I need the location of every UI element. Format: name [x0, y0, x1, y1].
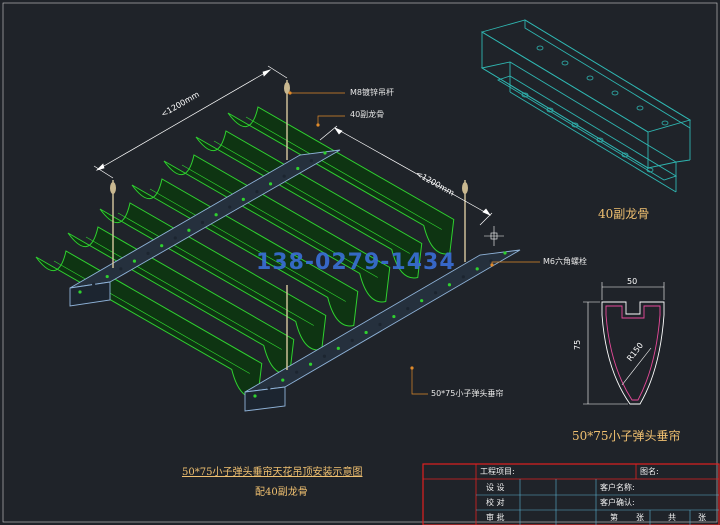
title-block: [422, 463, 720, 525]
keel-hole: [281, 378, 285, 382]
bullet-panel-slat: [195, 130, 423, 279]
keel-hole: [228, 205, 232, 209]
keel-hole: [187, 228, 191, 232]
caption-keel: 40副龙骨: [598, 207, 650, 221]
tb-approve: 审 批: [486, 513, 505, 522]
sub-keel-front: [69, 149, 341, 307]
keel-hole: [92, 282, 96, 286]
tb-sheet-unit: 张: [636, 513, 644, 522]
keel-hole: [267, 386, 271, 390]
keel-hole: [420, 299, 424, 303]
phone-watermark: 138-0279-1434: [256, 250, 456, 275]
keel-hole: [146, 251, 150, 255]
keel-hole: [105, 274, 109, 279]
keel-hole: [132, 259, 137, 263]
tb-drawing-name: 图名:: [640, 467, 659, 476]
keel-hole: [241, 197, 245, 201]
keel-hole: [173, 236, 177, 240]
drawing-title: 50*75小子弹头垂帘天花吊顶安装示意图: [182, 467, 363, 478]
keel-hole: [461, 275, 465, 279]
keel-detail-hole: [536, 45, 544, 51]
dimension-span-b: [319, 125, 493, 226]
keel-hole: [78, 290, 82, 294]
tb-check: 校 对: [486, 498, 505, 507]
tb-sheet-total: 共: [668, 513, 676, 522]
keel-hole: [378, 322, 382, 327]
tb-project: 工程项目:: [480, 467, 515, 476]
dimension-label-height: 75: [573, 339, 582, 350]
keel-3d-detail: [480, 19, 692, 193]
keel-hole: [336, 346, 340, 350]
keel-hole: [392, 314, 396, 319]
bullet-panel-slat: [163, 154, 391, 303]
keel-detail-hole: [621, 152, 629, 158]
hanger-rods: [110, 80, 468, 370]
label-hanger-rod: M8镀锌吊杆: [350, 88, 394, 97]
keel-hole: [475, 267, 479, 271]
keel-3d-holes: [521, 45, 669, 173]
keel-hole: [255, 190, 259, 194]
keel-detail-hole: [586, 75, 594, 81]
label-panel: 50*75小子弹头垂帘: [431, 389, 504, 398]
profile-section: [601, 301, 665, 405]
bullet-panel-slat: [227, 106, 455, 255]
keel-hole: [309, 159, 313, 163]
keel-hole: [160, 244, 164, 248]
keel-detail-hole: [636, 105, 644, 111]
keel-detail-hole: [521, 92, 529, 98]
keel-detail-hole: [661, 120, 669, 126]
keel-bolt-holes: [78, 151, 507, 398]
keel-detail-hole: [561, 60, 569, 66]
keel-hole: [214, 213, 218, 217]
dimension-label-width: 50: [627, 277, 638, 286]
keel-hole: [433, 291, 438, 295]
keel-hole: [282, 174, 286, 178]
keel-hole: [296, 166, 300, 171]
keel-detail-hole: [571, 122, 579, 128]
leader-dots: [288, 91, 494, 370]
keel-hole: [350, 338, 354, 342]
keel-hole: [295, 370, 299, 374]
keel-hole: [200, 220, 205, 225]
keel-hole: [447, 283, 452, 287]
keel-detail-hole: [646, 167, 654, 173]
dimension-span-a: [93, 65, 288, 179]
keel-hole: [406, 307, 410, 311]
keel-hole: [119, 267, 123, 271]
keel-hole: [323, 151, 327, 155]
keel-hole: [503, 251, 507, 255]
keel-detail-hole: [596, 137, 604, 143]
label-sub-keel: 40副龙骨: [350, 110, 385, 119]
sub-keel-back: [244, 249, 521, 412]
tb-sheet-total-unit: 张: [698, 513, 706, 522]
profile-dimensions: [583, 282, 665, 405]
bullet-panel-slat: [131, 178, 359, 327]
crosshair-marker: [484, 226, 504, 246]
keel-hole: [364, 330, 368, 335]
keel-hole: [253, 394, 257, 398]
caption-profile: 50*75小子弹头垂帘: [572, 429, 681, 443]
keel-detail-hole: [546, 107, 554, 113]
tb-client-confirm: 客户确认:: [600, 498, 635, 507]
drawing-subtitle: 配40副龙骨: [255, 487, 308, 498]
keel-hole: [322, 354, 327, 358]
keel-hole: [268, 182, 273, 186]
keel-detail-hole: [611, 90, 619, 96]
tb-design: 设 设: [486, 483, 505, 492]
label-hex-bolt: M6六角螺栓: [543, 257, 587, 266]
keel-hole: [308, 362, 313, 366]
tb-sheet-no: 第: [610, 513, 618, 522]
tb-client-name: 客户名称:: [600, 483, 635, 492]
